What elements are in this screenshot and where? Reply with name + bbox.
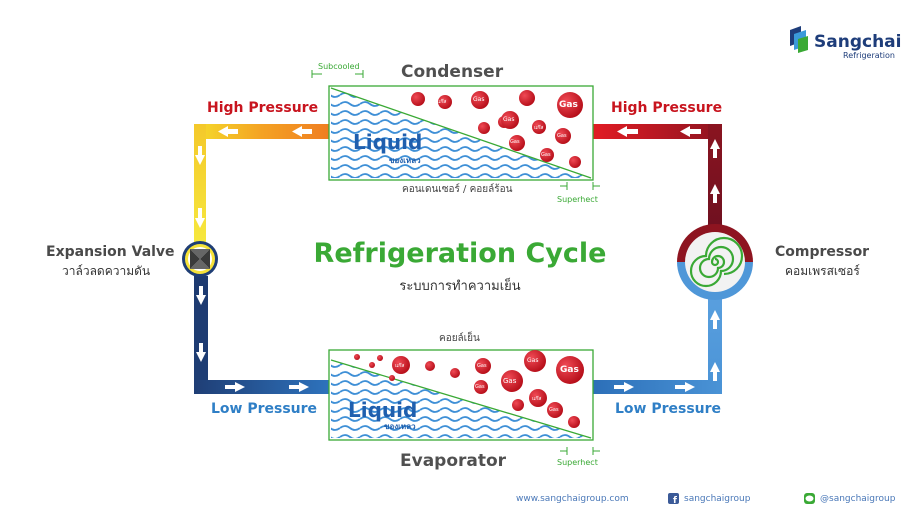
pipe-right-lower (708, 290, 722, 394)
compressor-label: Compressor (775, 244, 870, 260)
condenser-liquid-thai: ของเหลว (389, 156, 421, 165)
diagram-subtitle: ระบบการทำความเย็น (399, 279, 521, 294)
brand-name: Sangchai (814, 32, 902, 52)
compressor-icon (677, 224, 753, 300)
pipe-bottom-left (194, 380, 330, 394)
pipe-top-right (592, 124, 722, 139)
condenser-thai-label: คอนเดนเซอร์ / คอยล์ร้อน (402, 184, 513, 195)
brand-sub: Refrigeration (843, 51, 895, 60)
high-pressure-right: High Pressure (611, 100, 723, 116)
svg-text:f: f (673, 496, 677, 506)
compressor-thai: คอมเพรสเซอร์ (785, 264, 860, 278)
low-pressure-right: Low Pressure (615, 401, 722, 417)
subcooled-label: Subcooled (318, 62, 360, 71)
pipe-left-upper (194, 124, 206, 244)
evaporator-bubbles (354, 350, 584, 428)
pipe-bottom-right (592, 380, 722, 394)
condenser-bubbles (411, 90, 583, 168)
condenser-superheat-label: Superhect (557, 195, 598, 204)
expansion-valve-thai: วาล์วลดความดัน (62, 264, 151, 278)
sangchai-logo (790, 26, 808, 53)
expansion-valve-icon (182, 241, 218, 277)
high-pressure-left: High Pressure (207, 100, 319, 116)
pipe-left-lower (194, 276, 208, 394)
pipe-right-upper (708, 124, 722, 234)
evaporator-label: Evaporator (400, 451, 507, 471)
diagram-title: Refrigeration Cycle (313, 238, 607, 269)
facebook-link[interactable]: sangchaigroup (684, 494, 751, 504)
evaporator-liquid-label: Liquid (348, 398, 418, 422)
condenser-liquid-label: Liquid (353, 130, 423, 154)
expansion-valve-label: Expansion Valve (46, 244, 175, 260)
facebook-icon: f (668, 493, 679, 506)
evaporator-superheat-label: Superhect (557, 458, 598, 467)
low-pressure-left: Low Pressure (211, 401, 318, 417)
evaporator-liquid-thai: ของเหลว (384, 422, 416, 431)
line-icon (804, 493, 815, 504)
condenser-label: Condenser (401, 62, 504, 82)
website-link[interactable]: www.sangchaigroup.com (516, 494, 629, 504)
line-link[interactable]: @sangchaigroup (820, 494, 896, 504)
evaporator-thai-label: คอยล์เย็น (439, 333, 480, 344)
flow-arrows (195, 126, 720, 392)
